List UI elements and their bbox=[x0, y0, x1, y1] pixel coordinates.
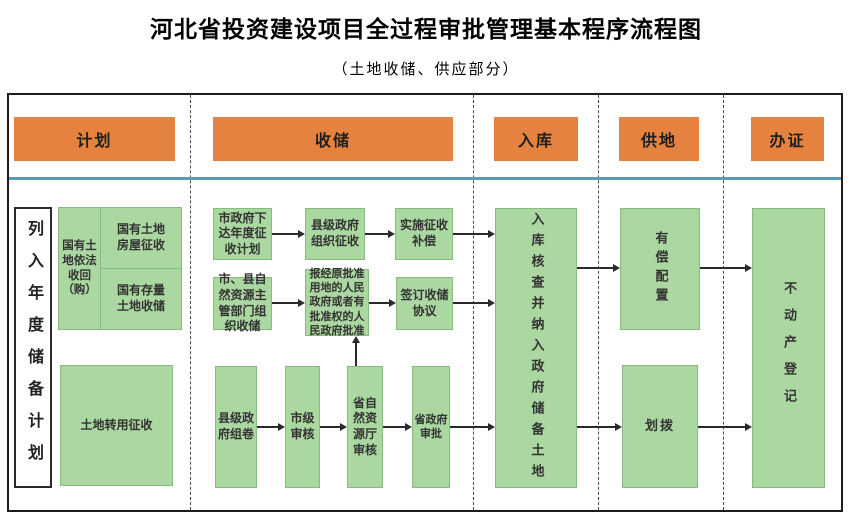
arrow-head bbox=[389, 299, 396, 307]
node-city-annual-plan: 市政府下达年度征收计划 bbox=[213, 208, 272, 260]
header-warehouse: 入库 bbox=[494, 117, 578, 161]
page-title: 河北省投资建设项目全过程审批管理基本程序流程图 bbox=[150, 17, 702, 42]
arrow-head bbox=[298, 230, 305, 238]
node-annual-reserve-plan: 列入年度储备计划 bbox=[14, 207, 52, 488]
arrow-head bbox=[488, 299, 495, 307]
arrow-head bbox=[298, 299, 305, 307]
arrow-head bbox=[278, 423, 285, 431]
node-provincial-dept-review: 省自然资源厅审核 bbox=[347, 366, 383, 488]
arrow-head bbox=[745, 423, 752, 431]
arrow-line bbox=[320, 426, 341, 428]
arrow-head bbox=[488, 230, 495, 238]
node-county-case-filing: 县级政府组卷 bbox=[215, 366, 257, 488]
arrow-line bbox=[700, 267, 746, 269]
arrow-line bbox=[383, 426, 406, 428]
header-certificate: 办证 bbox=[751, 117, 824, 161]
header-divider-line bbox=[9, 177, 841, 180]
column-divider bbox=[723, 95, 724, 510]
column-divider bbox=[190, 95, 191, 510]
node-stock-land-storage: 国有存量土地收储 bbox=[116, 283, 165, 313]
arrow-line bbox=[450, 426, 489, 428]
header-storage: 收储 bbox=[213, 117, 453, 161]
node-city-review: 市级审核 bbox=[285, 366, 320, 488]
node-allocation: 划拨 bbox=[622, 365, 698, 488]
page-subtitle: （土地收储、供应部分） bbox=[332, 62, 520, 78]
node-land-conversion: 土地转用征收 bbox=[60, 365, 173, 486]
arrow-line bbox=[577, 267, 614, 269]
arrow-line bbox=[577, 426, 616, 428]
node-implement-compensation: 实施征收补偿 bbox=[395, 208, 453, 260]
node-state-land-group: 国有土地依法收回（购） 国有土地房屋征收 国有存量土地收储 bbox=[58, 207, 182, 330]
arrow-head bbox=[615, 423, 622, 431]
arrow-head bbox=[405, 423, 412, 431]
arrow-head bbox=[613, 264, 620, 272]
arrow-line bbox=[365, 233, 389, 235]
arrow-line bbox=[369, 302, 390, 304]
arrow-head bbox=[488, 423, 495, 431]
node-real-estate-registration: 不动产登记 bbox=[752, 208, 825, 488]
arrow-line bbox=[698, 426, 746, 428]
arrow-line-vertical bbox=[355, 343, 357, 366]
arrow-line bbox=[453, 302, 489, 304]
column-divider bbox=[598, 95, 599, 510]
arrow-line bbox=[453, 233, 489, 235]
node-paid-allocation: 有偿配置 bbox=[620, 208, 700, 330]
header-plan: 计划 bbox=[14, 117, 175, 161]
node-county-org-expropriation: 县级政府组织征收 bbox=[305, 208, 365, 260]
arrow-head bbox=[745, 264, 752, 272]
arrow-head bbox=[340, 423, 347, 431]
arrow-head-up bbox=[352, 336, 360, 343]
node-house-expropriation: 国有土地房屋征收 bbox=[101, 208, 181, 269]
arrow-line bbox=[272, 233, 299, 235]
arrow-head bbox=[388, 230, 395, 238]
node-sign-agreement: 签订收储协议 bbox=[396, 277, 453, 330]
arrow-line bbox=[257, 426, 279, 428]
node-report-approval: 报经原批准用地的人民政府或者有批准权的人民政府批准 bbox=[305, 268, 369, 337]
node-warehouse-check: 入库核查并纳入政府储备土地 bbox=[495, 208, 577, 488]
node-state-land-recovery: 国有土地依法收回（购） bbox=[59, 208, 101, 329]
node-city-county-org-storage: 市、县自然资源主管部门组织收储 bbox=[213, 272, 272, 333]
arrow-line bbox=[272, 302, 299, 304]
header-supply: 供地 bbox=[619, 117, 699, 161]
node-provincial-gov-approval: 省政府审批 bbox=[412, 366, 450, 488]
